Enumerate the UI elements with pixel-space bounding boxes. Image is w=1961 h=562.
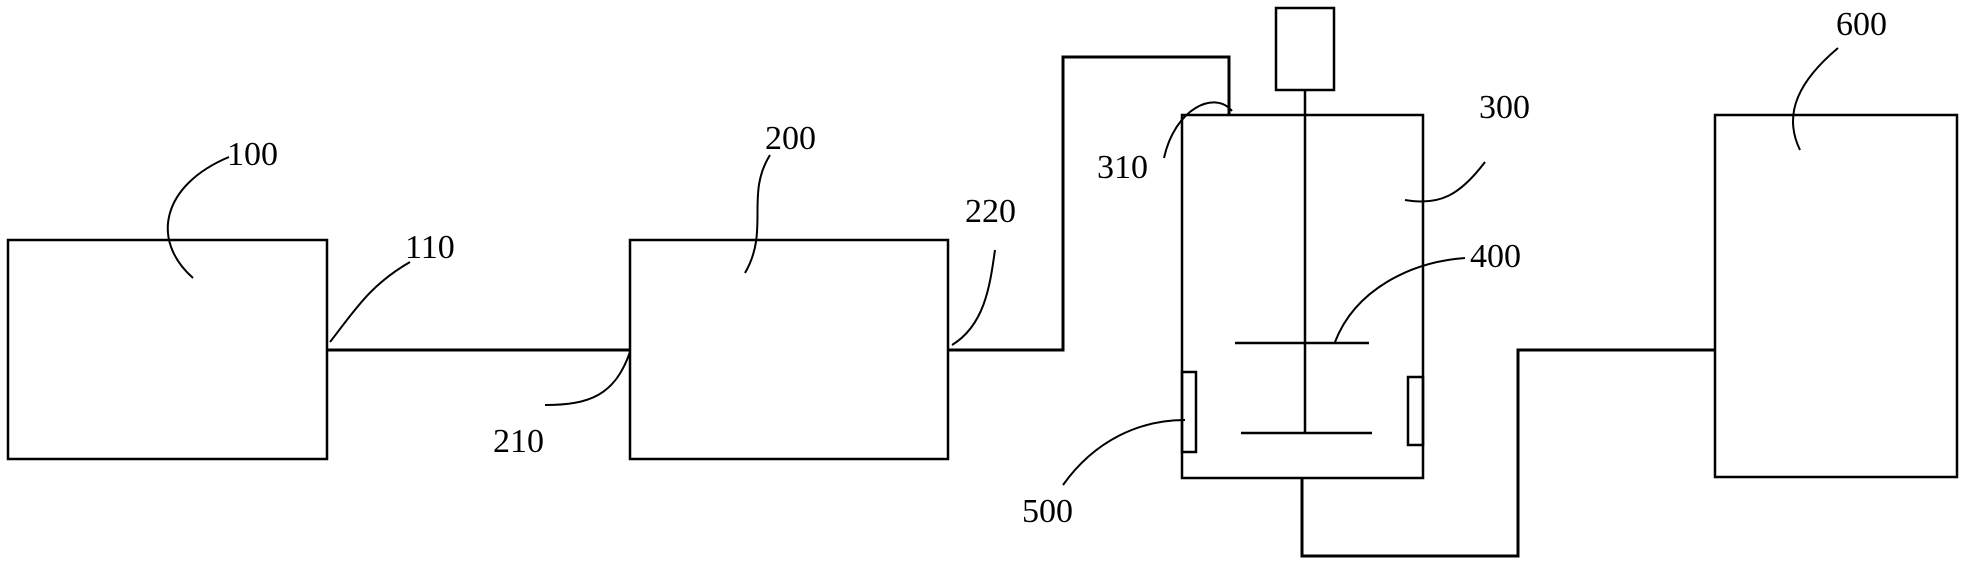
label-220: 220 <box>965 193 1016 230</box>
vessel-300-box <box>1180 113 1425 480</box>
unit-600-box <box>1713 113 1959 479</box>
unit-200-box <box>628 238 950 461</box>
label-500: 500 <box>1022 493 1073 530</box>
leader-310 <box>1163 101 1233 159</box>
label-300: 300 <box>1479 89 1530 126</box>
label-400: 400 <box>1470 238 1521 275</box>
label-310: 310 <box>1097 149 1148 186</box>
side-element-right <box>1406 375 1425 447</box>
label-110: 110 <box>405 229 455 266</box>
label-100: 100 <box>227 136 278 173</box>
leader-300 <box>1404 161 1486 203</box>
side-element-left <box>1180 370 1198 454</box>
pipe-300-to-600 <box>1300 348 1715 558</box>
leader-210 <box>544 351 631 406</box>
leader-200 <box>744 154 771 274</box>
label-600: 600 <box>1836 6 1887 43</box>
leader-400 <box>1334 257 1466 343</box>
unit-100-box <box>6 238 329 461</box>
pipe-200-to-300 <box>948 55 1231 352</box>
label-210: 210 <box>493 423 544 460</box>
motor-box <box>1274 6 1336 92</box>
leader-500 <box>1062 419 1186 486</box>
leader-220 <box>951 249 996 346</box>
leader-110 <box>329 261 411 343</box>
label-200: 200 <box>765 120 816 157</box>
leader-600 <box>1792 47 1839 151</box>
leader-100 <box>166 156 230 279</box>
